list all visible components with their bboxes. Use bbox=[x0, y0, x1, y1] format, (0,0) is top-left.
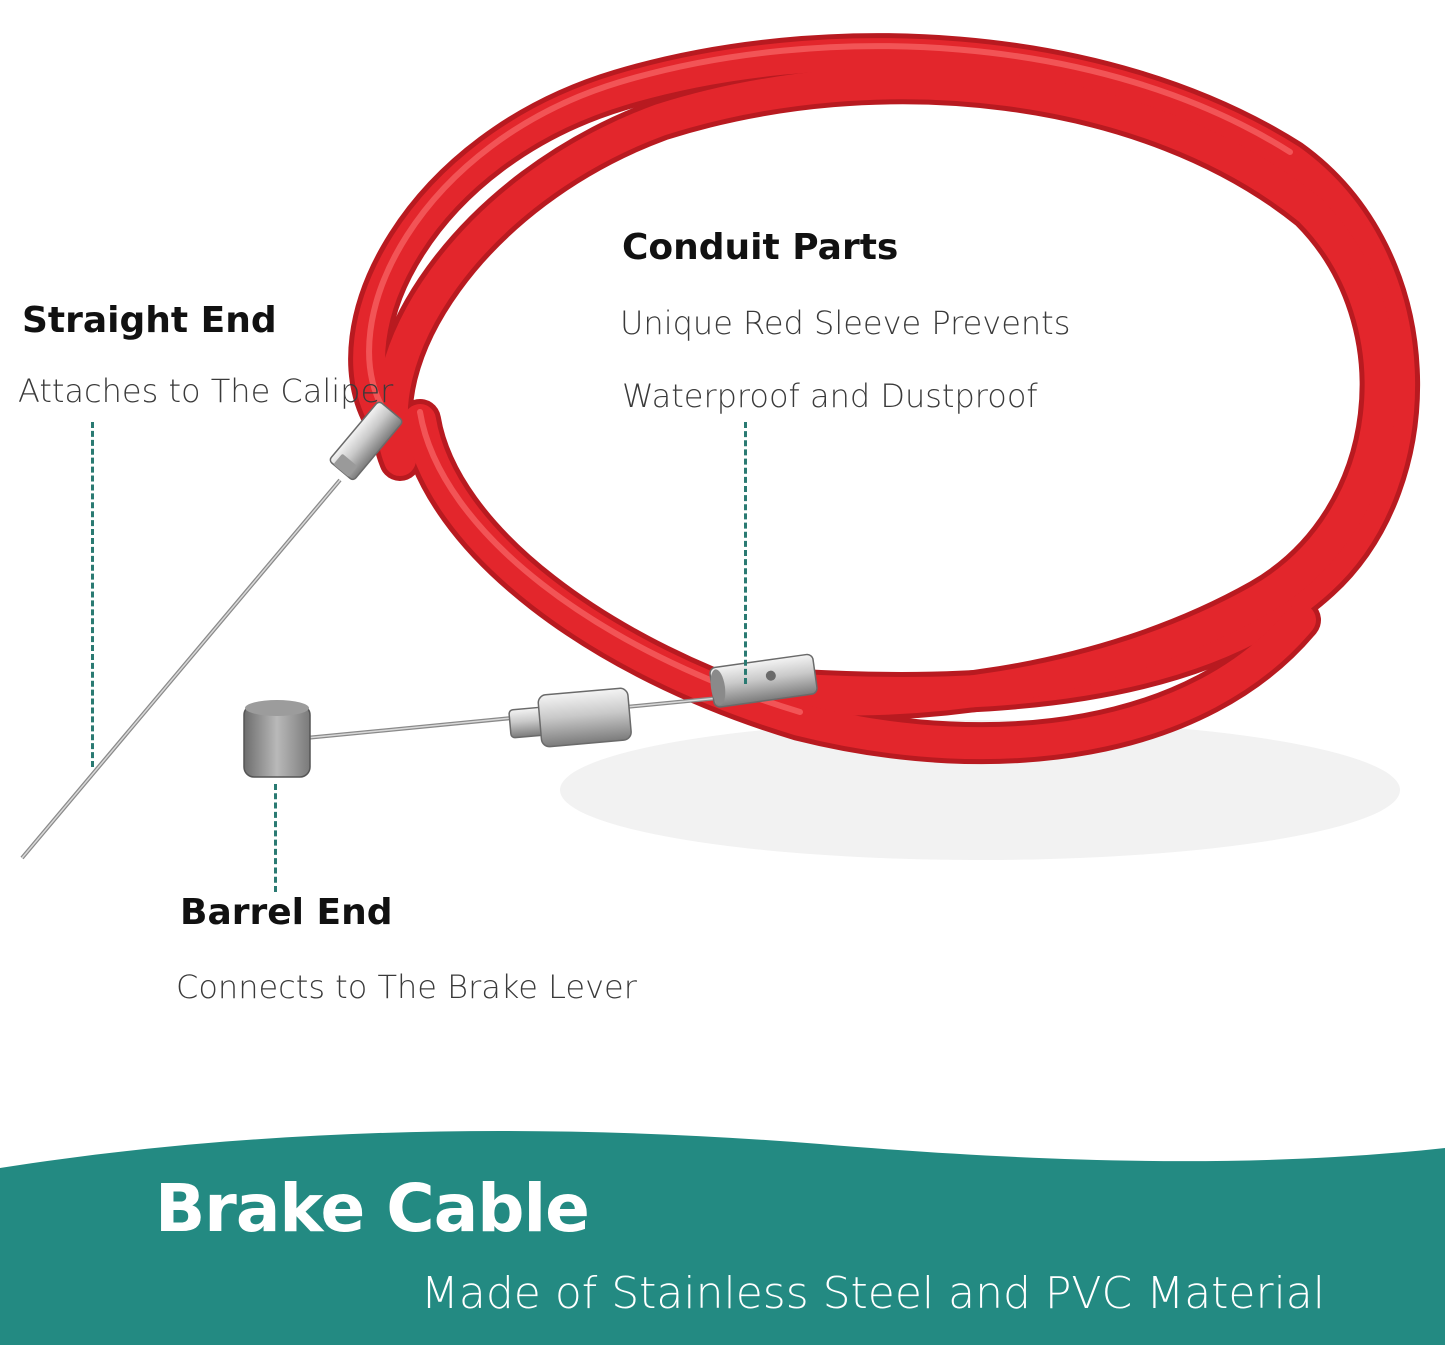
barrel-end-ferrule bbox=[508, 687, 632, 748]
coil-strand-1 bbox=[353, 38, 1416, 709]
conduit-parts-leader-line bbox=[744, 422, 747, 684]
barrel-end-leader-line bbox=[274, 784, 277, 892]
barrel-end-description: Connects to The Brake Lever bbox=[176, 968, 637, 1006]
brake-cable-illustration bbox=[20, 33, 1421, 860]
banner-title: Brake Cable bbox=[155, 1170, 590, 1247]
conduit-ferrule bbox=[709, 653, 818, 708]
banner-background bbox=[0, 1131, 1445, 1345]
straight-end-ferrule bbox=[329, 401, 403, 481]
barrel-end-cap bbox=[243, 700, 311, 778]
coil-shadow bbox=[560, 720, 1400, 860]
conduit-parts-description-line2: Waterproof and Dustproof bbox=[622, 377, 1038, 415]
straight-end-leader-line bbox=[91, 422, 94, 767]
coil-strand-3 bbox=[404, 404, 1316, 760]
banner-subtitle: Made of Stainless Steel and PVC Material bbox=[420, 1268, 1325, 1319]
coil-strand-2 bbox=[375, 67, 1397, 716]
conduit-parts-description-line1: Unique Red Sleeve Prevents bbox=[620, 304, 1071, 342]
conduit-parts-title: Conduit Parts bbox=[622, 227, 899, 268]
straight-end-description: Attaches to The Caliper bbox=[18, 372, 394, 410]
barrel-end-title: Barrel End bbox=[180, 892, 393, 933]
straight-end-title: Straight End bbox=[22, 300, 277, 341]
